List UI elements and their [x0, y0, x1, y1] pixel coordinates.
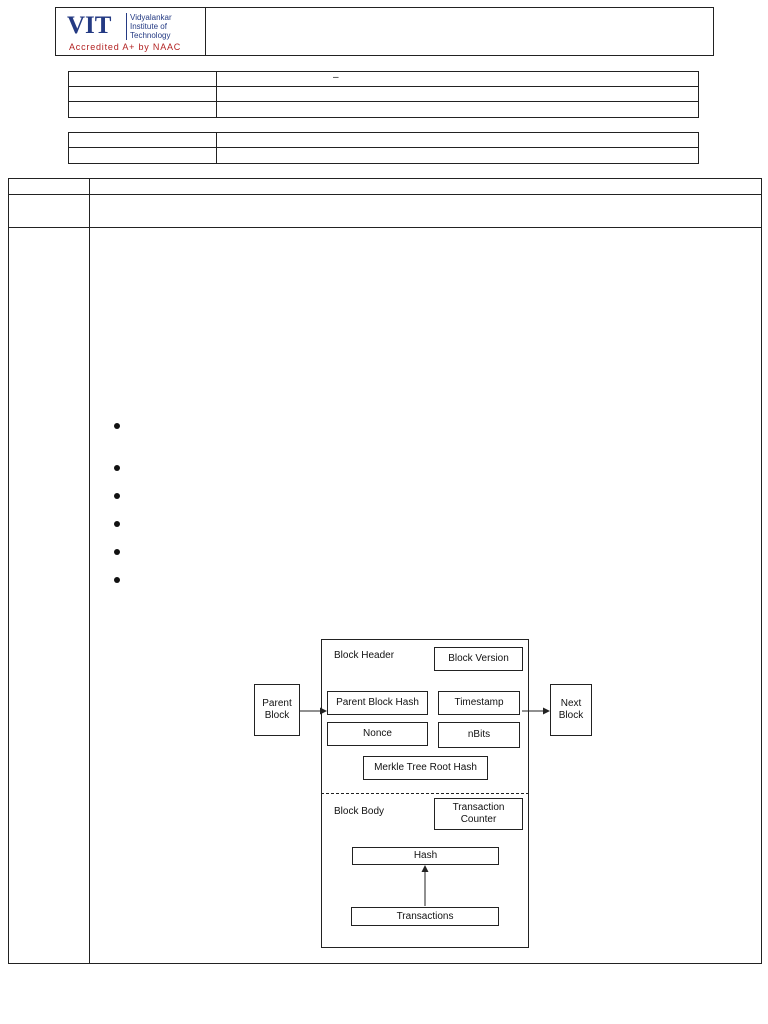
list-bullet — [114, 521, 120, 527]
nbits-box: nBits — [438, 722, 520, 748]
block-body-label: Block Body — [334, 806, 385, 817]
main-table — [8, 178, 762, 964]
block-version-box: Block Version — [434, 647, 523, 671]
transaction-counter-box: Transaction Counter — [434, 798, 523, 830]
info-label-cell — [69, 87, 217, 101]
parent-block-box: Parent Block — [254, 684, 300, 736]
info-row — [69, 102, 698, 117]
info-row — [69, 133, 698, 148]
parent-block-hash-box: Parent Block Hash — [327, 691, 428, 715]
column-divider — [89, 179, 90, 963]
accreditation-text: Accredited A+ by NAAC — [69, 42, 182, 52]
info-label-cell — [69, 72, 217, 86]
list-bullet — [114, 423, 120, 429]
block-header-label: Block Header — [334, 650, 395, 661]
list-bullet — [114, 493, 120, 499]
institute-name-line-2: Institute of — [130, 22, 167, 31]
info-table-1: – — [68, 71, 699, 118]
vit-logo-mark: VIT — [67, 12, 112, 39]
row-divider — [9, 194, 761, 195]
info-label-cell — [69, 148, 217, 163]
hash-box: Hash — [352, 847, 499, 865]
dash-mark: – — [333, 72, 339, 83]
nonce-box: Nonce — [327, 722, 428, 746]
list-bullet — [114, 577, 120, 583]
info-row — [69, 148, 698, 163]
info-label-cell — [69, 133, 217, 147]
list-bullet — [114, 465, 120, 471]
header-banner: VIT Vidyalankar Institute of Technology … — [55, 7, 714, 56]
institute-name-line-1: Vidyalankar — [130, 13, 172, 22]
row-divider — [9, 227, 761, 228]
transactions-box: Transactions — [351, 907, 499, 926]
institute-logo: VIT Vidyalankar Institute of Technology … — [56, 8, 206, 55]
list-bullet — [114, 549, 120, 555]
timestamp-box: Timestamp — [438, 691, 520, 715]
header-body-divider — [321, 793, 529, 794]
merkle-root-box: Merkle Tree Root Hash — [363, 756, 488, 780]
info-row: – — [69, 72, 698, 87]
next-block-box: Next Block — [550, 684, 592, 736]
block-structure-diagram: Parent Block Next Block Block Header Blo… — [250, 636, 600, 952]
institute-name-line-3: Technology — [130, 31, 171, 40]
info-label-cell — [69, 102, 217, 117]
info-table-2 — [68, 132, 699, 164]
info-row — [69, 87, 698, 102]
institute-name: Vidyalankar Institute of Technology — [126, 13, 172, 40]
